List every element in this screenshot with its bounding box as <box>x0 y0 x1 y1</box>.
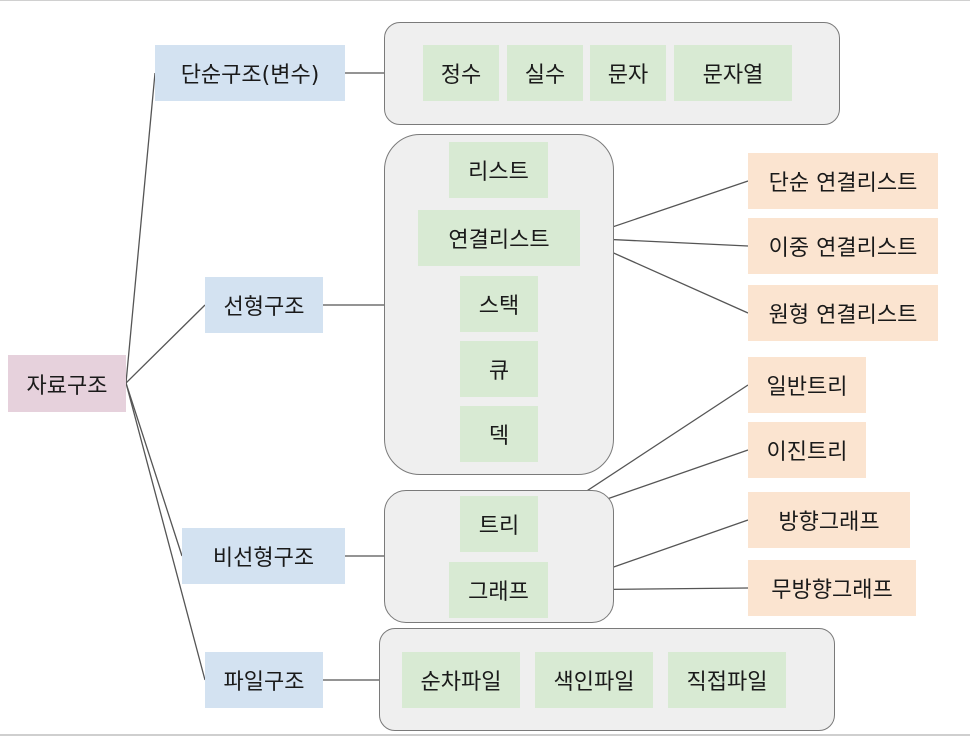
leaf-directed-graph: 방향그래프 <box>748 492 910 548</box>
leaf-binary-tree: 이진트리 <box>748 422 866 478</box>
item-tree: 트리 <box>460 496 538 552</box>
connector-root-linear <box>125 304 206 384</box>
item-char: 문자 <box>590 45 666 101</box>
top-border <box>0 0 970 1</box>
category-file: 파일구조 <box>205 652 323 708</box>
item-integer: 정수 <box>423 45 499 101</box>
item-stack: 스택 <box>460 276 538 332</box>
item-graph: 그래프 <box>449 562 548 618</box>
connector-root-simple <box>125 72 156 384</box>
item-string: 문자열 <box>674 45 792 101</box>
category-simple: 단순구조(변수) <box>155 45 345 101</box>
category-linear: 선형구조 <box>205 277 323 333</box>
item-sequential-file: 순차파일 <box>402 652 520 708</box>
leaf-circular-linked-list: 원형 연결리스트 <box>748 285 938 341</box>
bottom-border <box>0 734 970 736</box>
connector-root-file <box>125 382 206 681</box>
item-real: 실수 <box>507 45 583 101</box>
item-linked-list: 연결리스트 <box>418 210 580 266</box>
item-indexed-file: 색인파일 <box>535 652 653 708</box>
item-queue: 큐 <box>460 341 538 397</box>
category-nonlinear: 비선형구조 <box>182 528 345 584</box>
leaf-doubly-linked-list: 이중 연결리스트 <box>748 218 938 274</box>
item-list: 리스트 <box>449 142 548 198</box>
leaf-general-tree: 일반트리 <box>748 357 866 413</box>
item-direct-file: 직접파일 <box>668 652 786 708</box>
leaf-singly-linked-list: 단순 연결리스트 <box>748 153 938 209</box>
root-node: 자료구조 <box>8 355 126 412</box>
connector-root-nonlinear <box>125 382 183 557</box>
item-deque: 덱 <box>460 406 538 462</box>
leaf-undirected-graph: 무방향그래프 <box>748 560 916 616</box>
